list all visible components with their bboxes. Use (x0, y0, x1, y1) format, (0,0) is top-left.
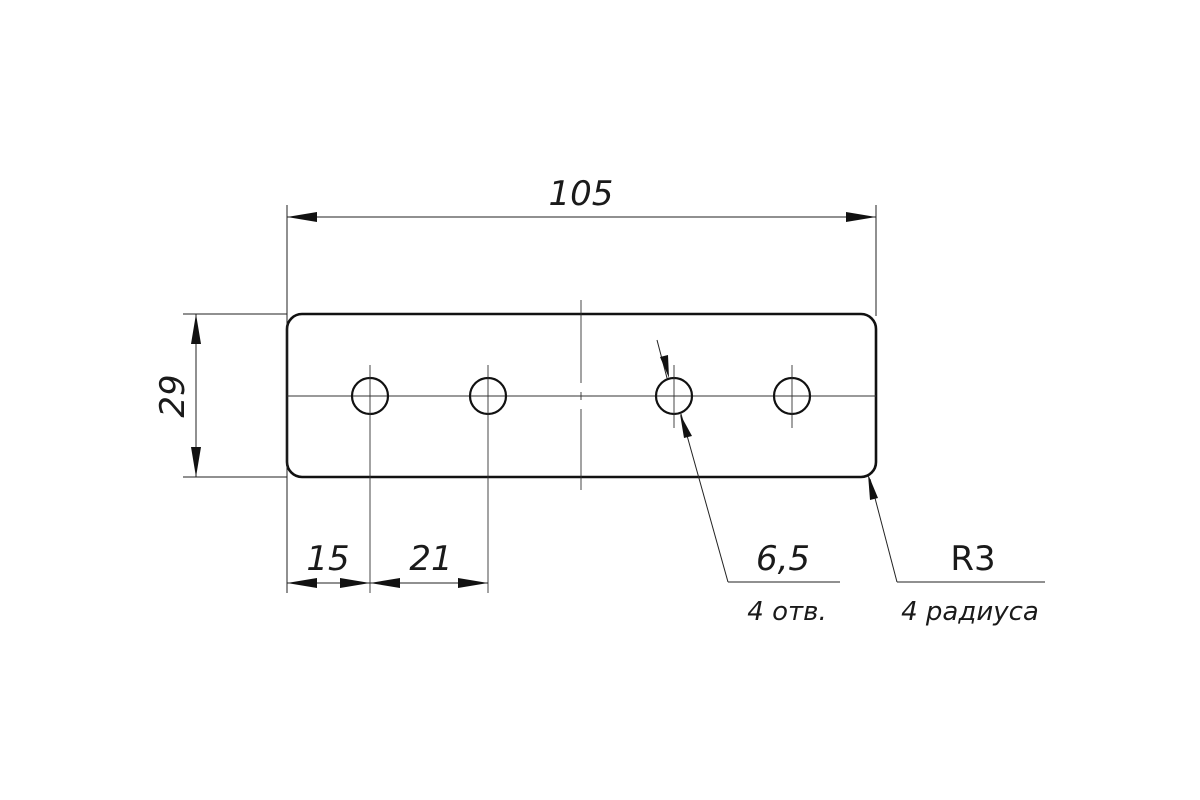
hole-pitch-arrow-right (458, 578, 488, 588)
holes-count-note: 4 отв. (747, 597, 826, 627)
radii-count-note: 4 радиуса (901, 597, 1039, 627)
length-arrow-right (846, 212, 876, 222)
hole-pitch-dimension-label: 21 (409, 539, 452, 579)
length-dimension-label: 105 (549, 174, 614, 214)
edge-to-hole-arrow-left (287, 578, 317, 588)
hole-pitch-arrow-left (370, 578, 400, 588)
length-arrow-left (287, 212, 317, 222)
height-dimension-label: 29 (153, 374, 193, 417)
height-arrow-top (191, 314, 201, 344)
height-arrow-bottom (191, 447, 201, 477)
corner-radius-label: R3 (950, 539, 995, 579)
edge-to-hole-dimension-label: 15 (306, 539, 349, 579)
diameter-leader-line (680, 413, 729, 583)
edge-to-hole-arrow-right (340, 578, 370, 588)
hole-diameter-label: 6,5 (756, 539, 810, 579)
diameter-arrow-upper (660, 355, 669, 378)
radius-arrow (868, 474, 878, 500)
diameter-arrow-lower (680, 414, 692, 438)
plate-outline (285, 312, 878, 479)
